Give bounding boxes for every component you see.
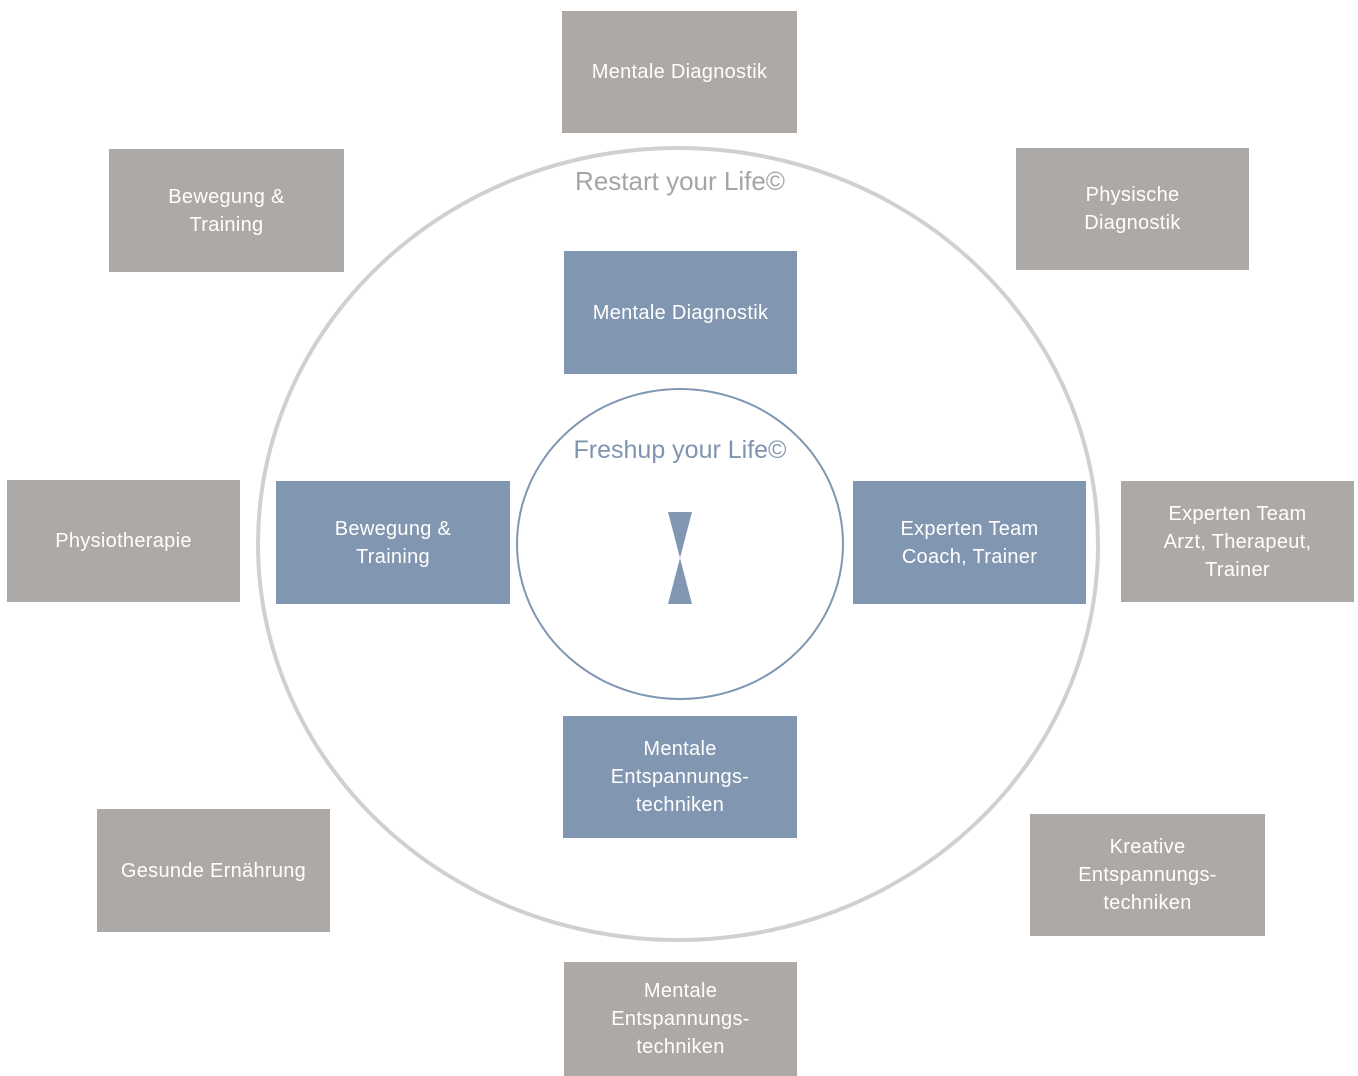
outer-box-kreative-entspannungstechniken: Kreative Entspannungs- techniken bbox=[1030, 814, 1265, 936]
outer-box-mentale-diagnostik: Mentale Diagnostik bbox=[562, 11, 797, 133]
outer-box-experten-team: Experten Team Arzt, Therapeut, Trainer bbox=[1121, 481, 1354, 602]
inner-box-bewegung-training: Bewegung & Training bbox=[276, 481, 510, 604]
outer-circle bbox=[256, 146, 1100, 942]
outer-box-physische-diagnostik: Physische Diagnostik bbox=[1016, 148, 1249, 270]
outer-circle-title: Restart your Life© bbox=[575, 166, 785, 196]
inner-box-mentale-diagnostik: Mentale Diagnostik bbox=[564, 251, 797, 374]
outer-box-bewegung-training: Bewegung & Training bbox=[109, 149, 344, 272]
inner-box-mentale-entspannungstechniken: Mentale Entspannungs- techniken bbox=[563, 716, 797, 838]
inner-circle-title: Freshup your Life© bbox=[573, 436, 787, 464]
hourglass-icon bbox=[668, 512, 692, 604]
inner-box-experten-team: Experten Team Coach, Trainer bbox=[853, 481, 1086, 604]
outer-box-physiotherapie: Physiotherapie bbox=[7, 480, 240, 602]
outer-box-mentale-entspannungstechniken: Mentale Entspannungs- techniken bbox=[564, 962, 797, 1076]
outer-box-gesunde-ernaehrung: Gesunde Ernährung bbox=[97, 809, 330, 932]
